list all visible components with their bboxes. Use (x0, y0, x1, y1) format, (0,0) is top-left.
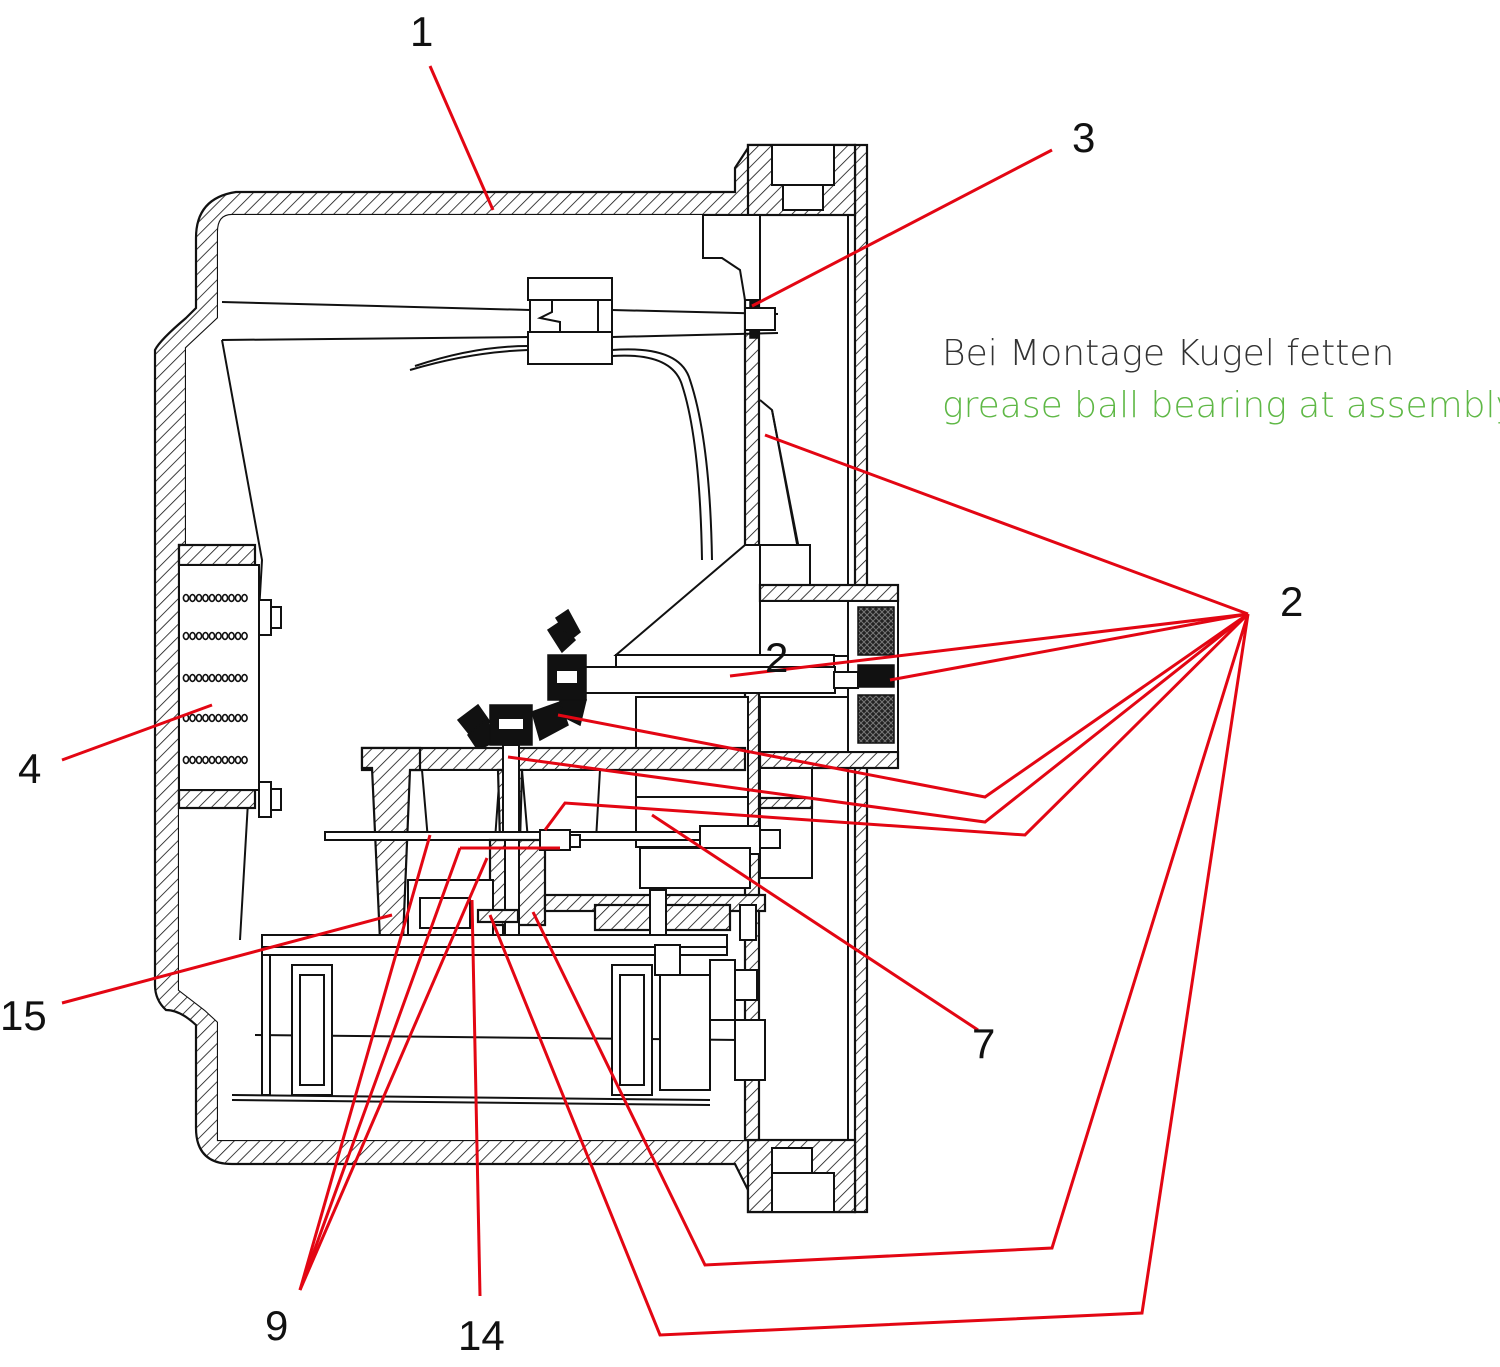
spring-coil (182, 631, 190, 641)
leader-3 (751, 148, 1053, 308)
leader-1 (428, 65, 495, 211)
spring-coil (221, 755, 229, 765)
leader-4 (61, 703, 213, 762)
spring-coil (202, 593, 209, 603)
label-14: 14 (458, 1312, 505, 1359)
spring-coil (208, 673, 216, 683)
spring-coil (195, 631, 203, 641)
spring-coil (228, 593, 235, 603)
label-3: 3 (1072, 114, 1095, 161)
leaders-9 (298, 834, 560, 1291)
label-1: 1 (410, 8, 433, 55)
label-4: 4 (18, 745, 41, 792)
spring-coil (241, 593, 248, 603)
assembly-note: Bei Montage Kugel fetten grease ball bea… (942, 333, 1500, 426)
spring-coil (202, 755, 209, 765)
spring-coil (215, 631, 222, 641)
leader-14 (470, 899, 482, 1297)
left-terminal-block (177, 543, 282, 818)
spring-coil (215, 673, 222, 683)
spring-coil (195, 673, 203, 683)
label-7: 7 (972, 1020, 995, 1067)
spring-coil (195, 593, 203, 603)
bevel-gear-pair (456, 608, 587, 751)
spring-coils (182, 593, 248, 765)
spring-coil (215, 713, 222, 723)
spring-coil (228, 673, 235, 683)
spring-coil (215, 593, 222, 603)
spring-coil (208, 631, 216, 641)
spring-coil (221, 713, 229, 723)
spring-coil (228, 755, 235, 765)
spring-coil (195, 713, 203, 723)
leader-15 (61, 913, 393, 1005)
spring-coil (234, 593, 242, 603)
spring-coil (241, 713, 248, 723)
spring-coil (228, 713, 235, 723)
leaders-2 (488, 433, 1250, 1337)
spring-coil (215, 755, 222, 765)
spring-coil (202, 713, 209, 723)
note-german: Bei Montage Kugel fetten (942, 333, 1394, 374)
spring-coil (208, 755, 216, 765)
spring-coil (234, 713, 242, 723)
spring-coil (241, 673, 248, 683)
spring-coil (202, 673, 209, 683)
counter-modules (231, 934, 766, 1106)
spring-coil (208, 713, 216, 723)
callout-labels: 1 3 2 2 4 15 7 9 14 (0, 8, 1303, 1359)
spring-coil (241, 631, 248, 641)
spring-coil (182, 593, 190, 603)
label-9: 9 (265, 1302, 288, 1349)
note-english: grease ball bearing at assembly (942, 385, 1500, 426)
spring-coil (195, 755, 203, 765)
spring-coil (208, 593, 216, 603)
spring-coil (182, 755, 190, 765)
gear-carrier (324, 744, 781, 942)
spring-coil (189, 631, 196, 641)
spring-coil (221, 673, 229, 683)
spring-coil (221, 631, 229, 641)
label-15: 15 (0, 992, 47, 1039)
label-2: 2 (1280, 578, 1303, 625)
spring-coil (241, 755, 248, 765)
leader-lines (61, 65, 1250, 1337)
spring-coil (189, 673, 196, 683)
leader-7 (651, 813, 979, 1032)
spring-coil (189, 713, 196, 723)
motor-assembly (584, 544, 900, 879)
spring-coil (182, 673, 190, 683)
spring-coil (234, 631, 242, 641)
spring-coil (228, 631, 235, 641)
spring-coil (234, 755, 242, 765)
spring-coil (189, 593, 196, 603)
spring-coil (202, 631, 209, 641)
spring-coil (189, 755, 196, 765)
spring-coil (234, 673, 242, 683)
spring-coil (221, 593, 229, 603)
top-bearing-assembly (221, 214, 811, 941)
label-2-inner: 2 (765, 634, 788, 681)
